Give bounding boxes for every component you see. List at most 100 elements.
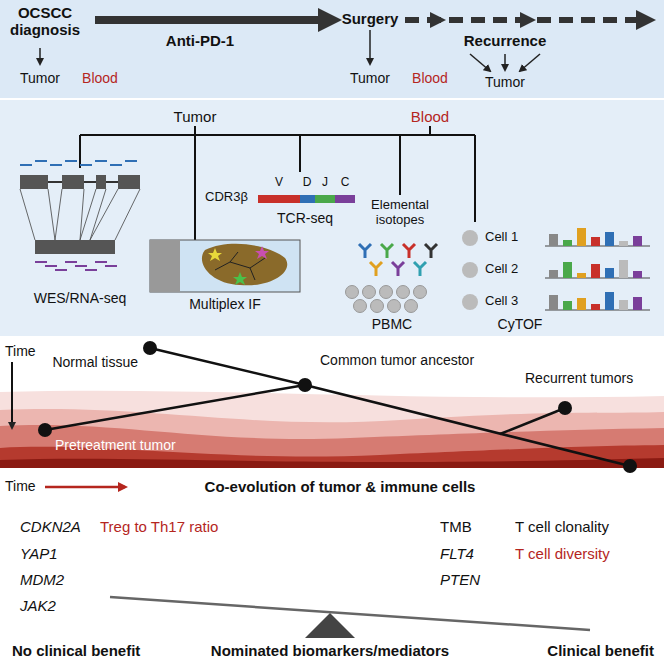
layout-shape [208, 248, 222, 261]
layout-shape [577, 298, 586, 310]
text-label: Tumor [350, 70, 390, 86]
layout-shape [577, 273, 586, 278]
layout-shape [346, 286, 359, 299]
text-label: Tumor [174, 108, 217, 125]
layout-shape [79, 135, 81, 168]
layout-shape [230, 252, 238, 262]
layout-shape [45, 348, 630, 466]
text-label: Recurrence [464, 32, 547, 49]
text-label: Common tumor ancestor [320, 352, 474, 368]
text-label: Recurrent tumors [525, 370, 633, 386]
layout-shape [150, 240, 300, 292]
layout-shape [563, 301, 572, 310]
layout-shape [55, 269, 67, 271]
layout-shape [45, 385, 305, 430]
layout-shape [299, 135, 301, 172]
layout-shape [50, 164, 62, 166]
layout-shape [95, 16, 320, 24]
text-label: V [275, 176, 283, 190]
layout-shape [549, 234, 558, 246]
layout-shape [470, 54, 490, 71]
layout-shape [520, 12, 536, 28]
layout-shape [115, 189, 140, 240]
layout-shape [381, 244, 393, 258]
text-label: No clinical benefit [12, 642, 140, 659]
layout-shape [399, 135, 401, 195]
layout-shape [425, 244, 437, 258]
text-label: CDKN2A [20, 518, 81, 535]
layout-shape [591, 304, 600, 310]
layout-shape [55, 189, 62, 240]
layout-shape [75, 265, 87, 267]
layout-shape [35, 261, 47, 263]
layout-shape [255, 246, 269, 259]
text-label: Cell 2 [485, 262, 518, 277]
layout-shape [591, 237, 600, 246]
layout-shape [392, 262, 404, 276]
layout-shape [215, 258, 265, 270]
layout-shape [80, 189, 96, 240]
layout-shape [619, 241, 628, 246]
text-label: FLT4 [440, 545, 474, 562]
layout-shape [62, 175, 84, 189]
layout-shape [591, 264, 600, 278]
layout-shape [371, 300, 384, 313]
layout-shape [429, 126, 431, 135]
text-label: Time [5, 343, 36, 359]
layout-shape [363, 286, 376, 299]
text-label: CyTOF [498, 316, 543, 332]
layout-shape [388, 300, 401, 313]
layout-shape [619, 260, 628, 278]
text-label: OCSCC diagnosis [5, 4, 85, 39]
layout-shape [39, 48, 41, 64]
layout-shape [623, 459, 637, 473]
layout-shape [150, 348, 305, 385]
layout-shape [633, 236, 642, 246]
layout-shape [202, 244, 287, 286]
text-label: JAK2 [20, 597, 56, 614]
layout-shape [0, 100, 664, 336]
layout-shape [633, 271, 642, 278]
text-label: Co-evolution of tumor & immune cells [205, 478, 476, 495]
layout-shape [125, 160, 137, 162]
layout-shape [250, 268, 255, 280]
layout-shape [233, 272, 247, 285]
layout-shape [305, 385, 630, 466]
layout-shape [35, 160, 47, 162]
layout-shape [305, 613, 355, 638]
layout-shape [85, 269, 97, 271]
layout-shape [20, 189, 140, 240]
layout-shape [143, 341, 157, 355]
text-label: Blood [411, 108, 449, 125]
layout-shape [500, 408, 565, 434]
layout-shape [35, 240, 115, 254]
layout-shape [80, 126, 475, 240]
layout-shape [65, 160, 77, 162]
layout-shape [563, 240, 572, 246]
text-label: Time [5, 478, 36, 494]
layout-shape [150, 240, 180, 292]
text-label: Nominated biomarkers/mediators [211, 642, 449, 659]
layout-shape [354, 300, 367, 313]
layout-shape [549, 270, 558, 278]
layout-shape [0, 409, 664, 468]
layout-shape [605, 268, 614, 278]
layout-shape [0, 458, 664, 468]
text-label: Clinical benefit [547, 642, 654, 659]
layout-shape [346, 286, 427, 313]
layout-shape [20, 164, 32, 166]
layout-shape [20, 189, 35, 240]
text-label: Elemental isotopes [360, 198, 440, 228]
layout-shape [549, 295, 558, 310]
layout-shape [563, 262, 572, 278]
text-label: C [341, 176, 350, 190]
layout-shape [403, 244, 415, 258]
text-label: Multiplex IF [189, 296, 261, 312]
layout-shape [194, 126, 196, 240]
layout-shape [45, 486, 125, 489]
text-label: Tumor [485, 74, 525, 90]
text-label: TMB [440, 518, 472, 535]
layout-shape [298, 378, 312, 392]
text-label: Anti-PD-1 [166, 32, 234, 49]
